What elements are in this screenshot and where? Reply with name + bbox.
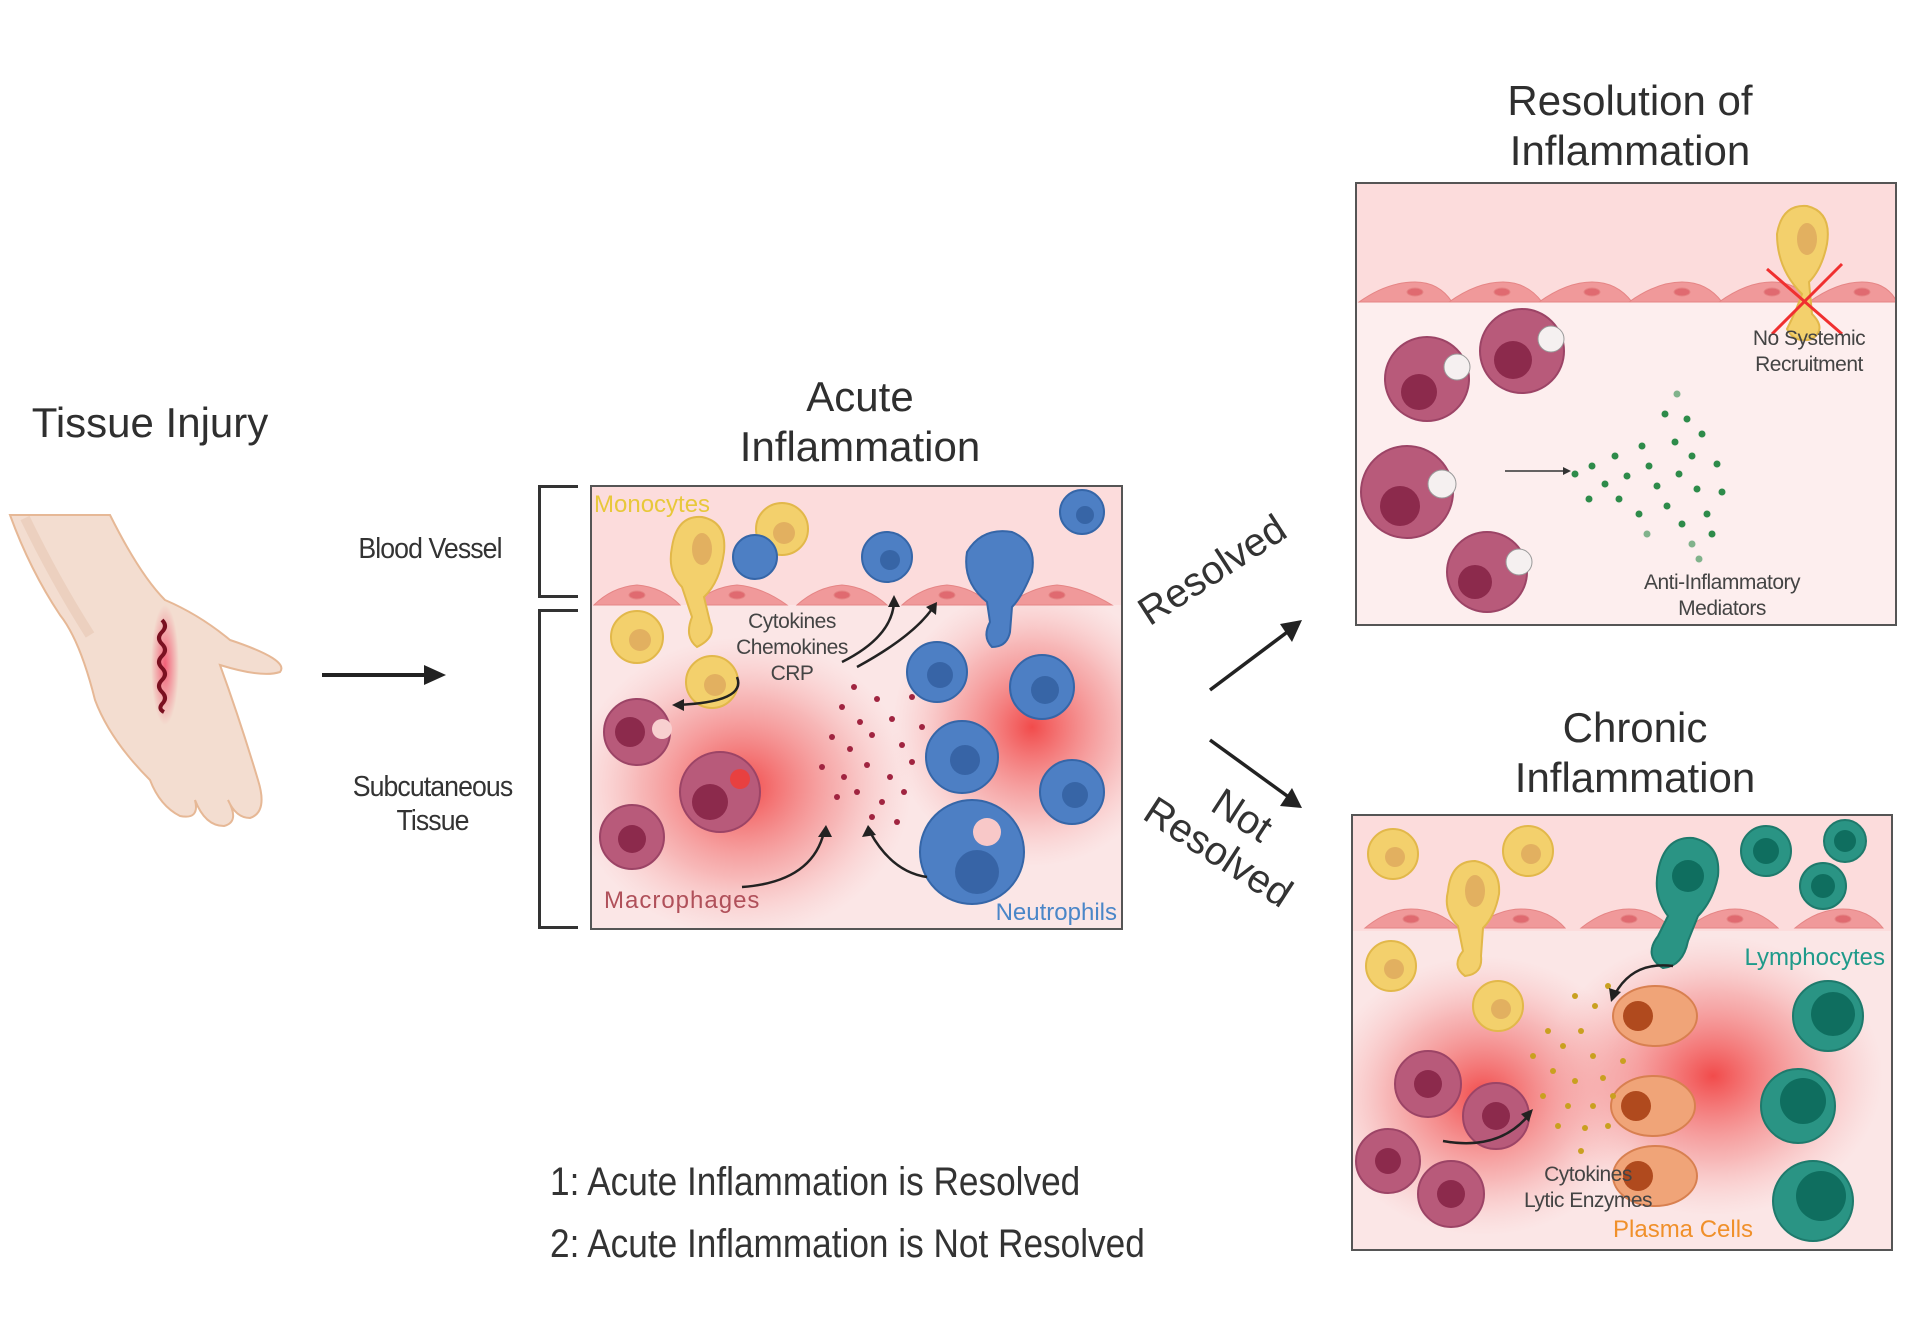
chronic-cells-illustration (1353, 819, 1885, 1242)
resolution-title: Resolution of Inflammation (1430, 76, 1830, 176)
chronic-inflammation-panel: Lymphocytes Plasma Cells Cytokines Lytic… (1351, 814, 1893, 1251)
branch-arrows (1208, 620, 1302, 808)
resolution-panel: No Systemic Recruitment Anti-Inflammator… (1355, 182, 1897, 626)
legend-item-1: 1: Acute Inflammation is Resolved (550, 1160, 1081, 1204)
subcutaneous-bracket (538, 609, 578, 929)
chronic-mediators-line2: Lytic Enzymes (1523, 1189, 1653, 1212)
chronic-title-line1: Chronic (1562, 704, 1708, 751)
arrow-right-icon (322, 665, 446, 685)
anti-line1: Anti-Inflammatory (1643, 571, 1801, 594)
anti-line2: Mediators (1678, 597, 1766, 620)
blood-vessel-label: Blood Vessel (358, 533, 502, 565)
subcutaneous-label-line2: Tissue (396, 805, 469, 837)
acute-cells-illustration (592, 489, 1121, 928)
plasma-cells-label: Plasma Cells (1613, 1216, 1754, 1243)
acute-mediators-label: Cytokines Chemokines CRP (727, 609, 857, 687)
acute-mediators-line3: CRP (770, 662, 814, 685)
subcutaneous-label-line1: Subcutaneous (352, 771, 513, 803)
no-recruitment-line2: Recruitment (1755, 353, 1863, 376)
arrow-up-right-icon (1280, 620, 1302, 642)
neutrophils-label: Neutrophils (995, 899, 1117, 926)
monocytes-label: Monocytes (594, 491, 711, 518)
chronic-title-line2: Inflammation (1514, 754, 1756, 801)
no-systemic-recruitment-label: No Systemic Recruitment (1729, 326, 1889, 378)
lymphocytes-label: Lymphocytes (1744, 944, 1885, 971)
chronic-inflammation-title: Chronic Inflammation (1435, 703, 1835, 803)
injured-hand-illustration (8, 514, 283, 828)
tissue-injury-title: Tissue Injury (31, 399, 269, 446)
arrow-down-right-icon (1280, 788, 1302, 808)
acute-title-line2: Inflammation (739, 423, 981, 470)
acute-title-line1: Acute (806, 373, 914, 420)
no-recruitment-line1: No Systemic (1752, 327, 1866, 350)
blocked-x-icon (1766, 262, 1844, 336)
blood-vessel-bracket (538, 485, 578, 598)
chronic-mediators-label: Cytokines Lytic Enzymes (1503, 1162, 1673, 1214)
anti-inflammatory-mediators-label: Anti-Inflammatory Mediators (1607, 570, 1837, 622)
resolution-title-line1: Resolution of (1507, 77, 1753, 124)
subcutaneous-label: Subcutaneous Tissue (338, 770, 527, 838)
acute-mediators-line1: Cytokines (748, 610, 836, 633)
resolution-cells-illustration (1357, 204, 1895, 613)
acute-inflammation-panel: Monocytes Macrophages Neutrophils Cytoki… (590, 485, 1123, 930)
legend-item-2: 2: Acute Inflammation is Not Resolved (550, 1222, 1145, 1266)
chronic-mediators-line1: Cytokines (1544, 1163, 1632, 1186)
macrophages-label: Macrophages (604, 887, 761, 914)
acute-mediators-line2: Chemokines (736, 636, 848, 659)
resolution-title-line2: Inflammation (1509, 127, 1751, 174)
acute-inflammation-title: Acute Inflammation (660, 372, 1060, 472)
